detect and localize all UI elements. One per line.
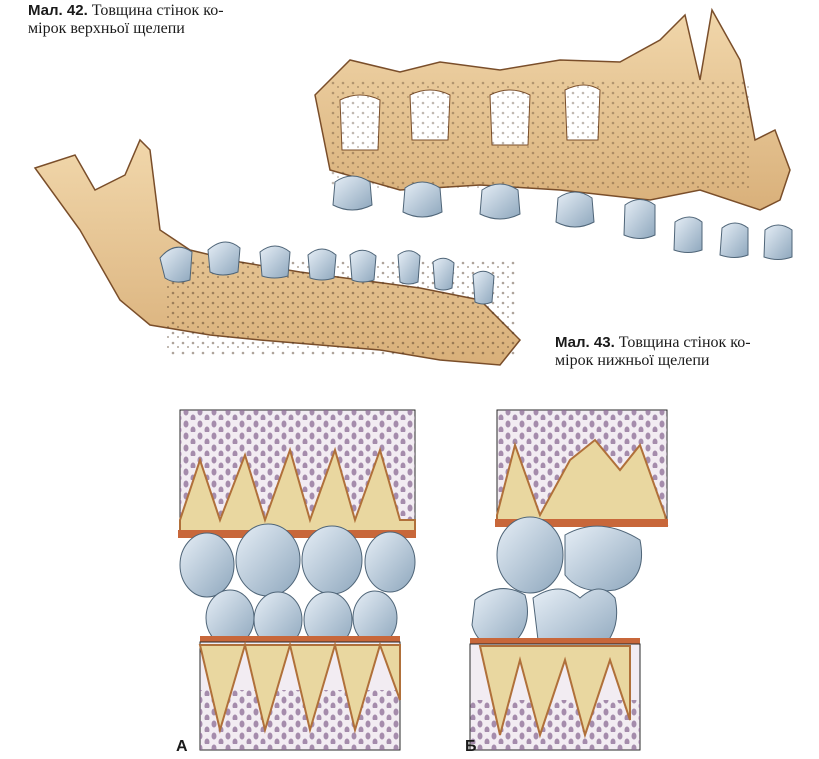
lower-teeth <box>159 241 495 305</box>
figure-42-caption-line2: мірок верхньої щелепи <box>28 20 185 37</box>
figure-42-caption-line1: Товщина стінок ко- <box>91 2 224 19</box>
figure-43-caption-line2: мірок нижньої щелепи <box>555 352 710 369</box>
figure-43-label: Мал. 43. <box>555 334 615 351</box>
panel-b-teeth <box>471 516 643 652</box>
lower-jaw-illustration <box>33 138 522 366</box>
panel-b-illustration <box>469 409 669 751</box>
panel-a-label: А <box>176 738 188 755</box>
figure-42-label: Мал. 42. <box>28 2 88 19</box>
figure-42-caption: Мал. 42. Товщина стінок ко- мірок верхнь… <box>28 2 298 38</box>
panel-b-label: Б <box>465 738 477 755</box>
panel-a-teeth <box>179 523 416 649</box>
upper-jaw-illustration <box>314 7 793 260</box>
upper-teeth <box>332 175 793 260</box>
figure-43-caption-line1: Товщина стінок ко- <box>618 334 751 351</box>
panel-a-illustration <box>178 409 416 751</box>
figure-43-caption: Мал. 43. Товщина стінок ко- мірок нижньо… <box>555 334 817 370</box>
